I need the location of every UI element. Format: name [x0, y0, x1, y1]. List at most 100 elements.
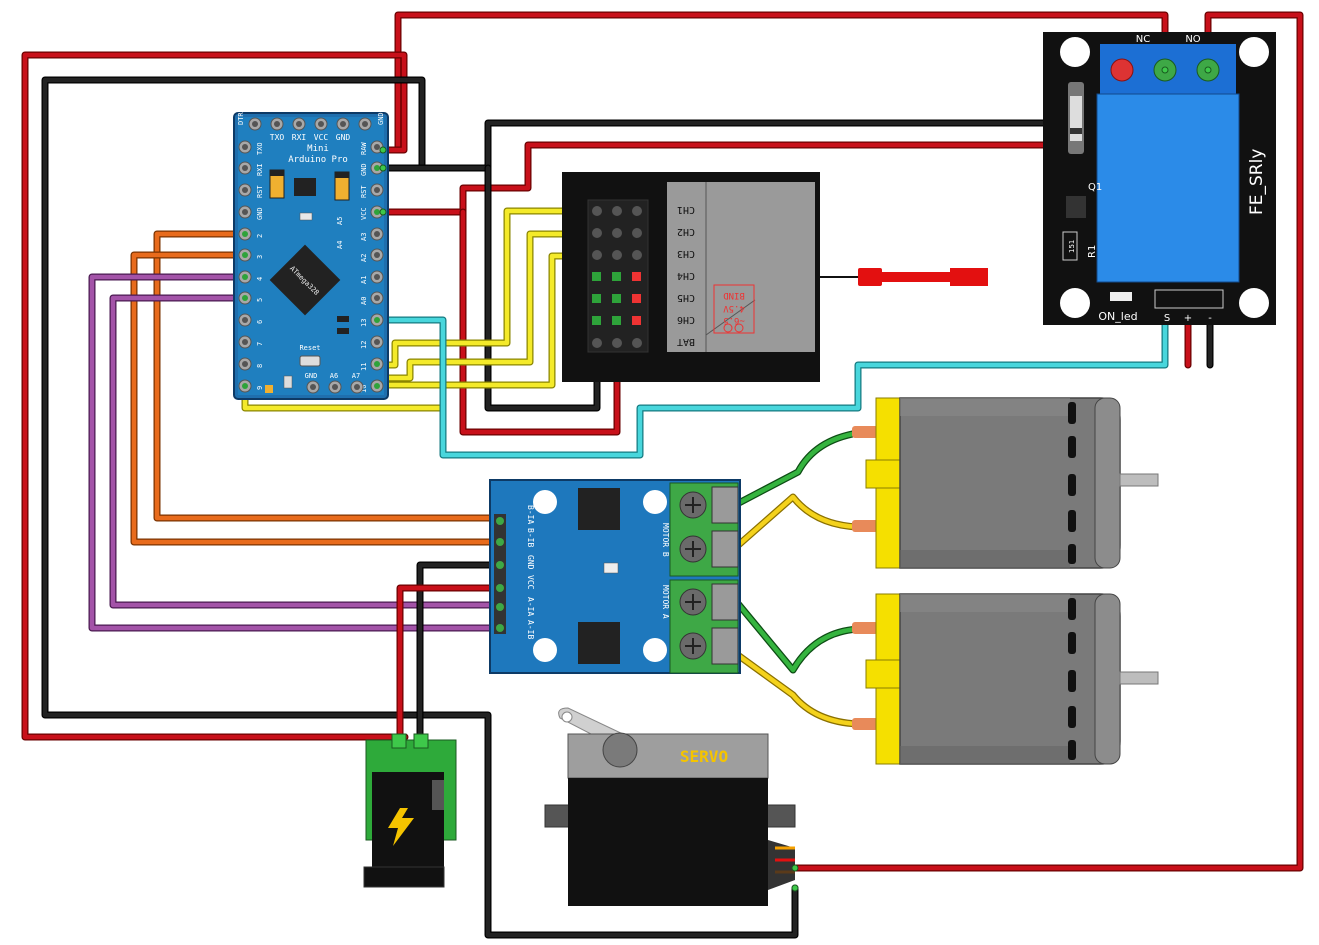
arduino-right-label-11: 10 [360, 385, 368, 393]
driver-mount-hole-4 [643, 638, 667, 662]
driver-mount-hole-1 [533, 490, 557, 514]
arduino-resistor-1 [337, 316, 349, 322]
arduino-top-label-0: TXO [270, 133, 285, 142]
servo-motor[interactable]: SERVO [544, 707, 796, 906]
power-jack[interactable] [363, 733, 457, 888]
relay-module[interactable]: NC NO FE_SRly Q1 151 R1 ON_led S + - [1043, 32, 1276, 325]
driver-pin-label-4: A-IA [526, 597, 535, 616]
arduino-right-label-4: A3 [360, 233, 368, 241]
arduino-right-label-10: 11 [360, 363, 368, 371]
driver-input-pins [494, 514, 506, 634]
relay-label: FE_SRly [1247, 149, 1267, 215]
arduino-label-a5: A5 [336, 217, 344, 225]
receiver-bat: BAT [677, 336, 695, 347]
relay-on-led [1110, 292, 1132, 301]
dc-motor-b[interactable] [852, 397, 1159, 569]
arduino-right-label-0: RAW [360, 142, 368, 155]
arduino-top-label-gnd: GND [377, 112, 385, 125]
receiver-bind-box: BIND 4.5V ~6.5 [713, 284, 755, 334]
arduino-left-label-1: RXI [256, 163, 264, 176]
green-wire-motor-a[interactable] [731, 596, 862, 674]
arduino-right-label-9: 12 [360, 341, 368, 349]
arduino-bottom-label-0: GND [305, 372, 318, 380]
driver-pin-labels: B-IA B-IB GND VCC A-IA A-IB [526, 505, 535, 639]
relay-mount-hole-4 [1239, 288, 1269, 318]
arduino-left-label-8: 6 [256, 320, 264, 324]
arduino-bottom-label-2: A7 [352, 372, 360, 380]
arduino-right-label-2: RST [360, 185, 368, 198]
arduino-right-label-7: A0 [360, 297, 368, 305]
driver-pin-label-0: B-IA [526, 505, 535, 524]
driver-pin-label-3: VCC [526, 575, 535, 590]
arduino-bottom-label-1: A6 [330, 372, 338, 380]
arduino-top-label-2: VCC [314, 133, 329, 142]
relay-mount-hole-3 [1060, 288, 1090, 318]
arduino-led [299, 212, 313, 221]
driver-pin-label-5: A-IB [526, 620, 535, 639]
arduino-bottom-pins [306, 380, 364, 394]
receiver-ch6: CH6 [677, 314, 695, 325]
arduino-left-label-10: 8 [256, 364, 264, 368]
rc-receiver[interactable]: CH1 CH2 CH3 CH4 CH5 CH6 BAT BIND 4.5V ~6… [562, 172, 988, 382]
arduino-regulator [294, 178, 316, 196]
arduino-pro-mini[interactable]: TXO RXI VCC GND DTR GND Mini Arduino Pro… [233, 112, 389, 400]
arduino-board-line1: Mini [307, 144, 329, 154]
driver-pin-label-2: GND [526, 555, 535, 570]
receiver-bind-line3: ~6.5 [723, 315, 745, 325]
arduino-crystal [283, 375, 293, 389]
relay-mount-hole-1 [1060, 37, 1090, 67]
driver-chip-a [578, 622, 620, 664]
lightning-icon [388, 808, 414, 846]
driver-chip-b [578, 488, 620, 530]
arduino-right-label-6: A1 [360, 276, 368, 284]
arduino-board-line2: Arduino Pro [288, 155, 348, 165]
relay-q1-label: Q1 [1088, 182, 1102, 193]
receiver-ch5: CH5 [677, 292, 695, 303]
motor-driver[interactable]: B-IA B-IB GND VCC A-IA A-IB MOTOR B MOTO… [489, 479, 741, 674]
relay-no-label: NO [1185, 34, 1200, 45]
driver-terminals-a [669, 579, 739, 674]
arduino-left-label-11: 9 [256, 386, 264, 390]
relay-body [1096, 93, 1240, 283]
arduino-top-label-1: RXI [292, 133, 307, 142]
arduino-left-label-3: GND [256, 207, 264, 220]
arduino-reset-label: Reset [299, 344, 320, 352]
relay-minus-label: - [1208, 313, 1212, 324]
arduino-left-label-7: 5 [256, 298, 264, 302]
servo-label: SERVO [680, 747, 728, 766]
relay-r1-label: R1 [1087, 245, 1098, 258]
receiver-antenna-connector [858, 268, 988, 286]
driver-mount-hole-2 [643, 490, 667, 514]
arduino-left-pins [238, 140, 252, 393]
arduino-right-labels: RAW GND RST VCC A3 A2 A1 A0 13 12 11 10 [360, 142, 368, 393]
reset-button[interactable] [299, 355, 321, 367]
driver-motor-a-label: MOTOR A [661, 585, 670, 619]
arduino-right-label-8: 13 [360, 319, 368, 327]
dc-motor-a[interactable] [852, 593, 1159, 765]
relay-s-label: S [1164, 313, 1170, 324]
arduino-left-label-5: 3 [256, 255, 264, 259]
arduino-left-label-9: 7 [256, 342, 264, 346]
receiver-ch1: CH1 [677, 204, 695, 215]
arduino-right-label-5: A2 [360, 254, 368, 262]
receiver-ch4: CH4 [677, 270, 695, 281]
receiver-ch3: CH3 [677, 248, 695, 259]
relay-nc-label: NC [1136, 34, 1150, 45]
receiver-ch2: CH2 [677, 226, 695, 237]
relay-on-led-label: ON_led [1098, 310, 1137, 323]
relay-plus-label: + [1184, 313, 1192, 324]
arduino-resistor-2 [337, 328, 349, 334]
arduino-top-label-3: GND [336, 133, 351, 142]
arduino-right-label-3: VCC [360, 207, 368, 220]
arduino-left-label-2: RST [256, 185, 264, 198]
driver-mount-hole-3 [533, 638, 557, 662]
arduino-left-label-6: 4 [256, 277, 264, 281]
arduino-left-label-0: TXO [256, 142, 264, 155]
atmega-chip: ATmega328 [269, 244, 341, 316]
arduino-label-a4: A4 [336, 241, 344, 249]
arduino-top-pins [248, 117, 372, 131]
receiver-bind-line1: BIND [723, 290, 745, 300]
arduino-left-labels: TXO RXI RST GND 2 3 4 5 6 7 8 9 [256, 142, 264, 390]
arduino-top-label-dtr: DTR [237, 112, 245, 125]
